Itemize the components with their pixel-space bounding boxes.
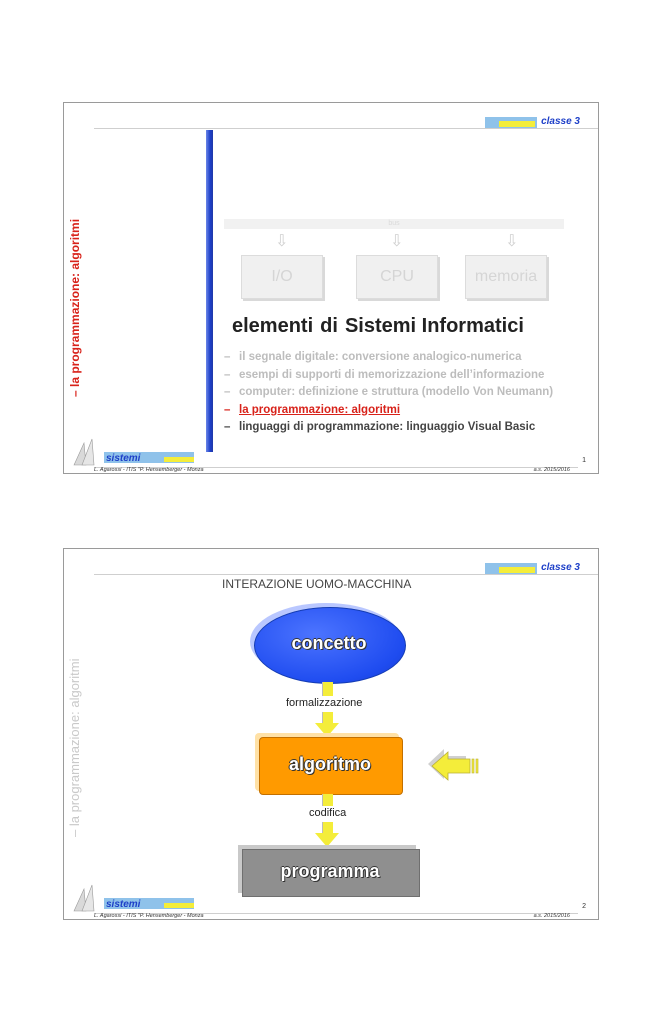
heading-word: Sistemi Informatici xyxy=(344,315,524,337)
concetto-ellipse xyxy=(254,607,406,684)
slide-2: classe 3 – la programmazione: algoritmi … xyxy=(63,548,599,920)
connector xyxy=(322,712,333,724)
heading-word: di xyxy=(320,315,338,337)
list-item: –computer: definizione e struttura (mode… xyxy=(224,386,554,398)
down-arrow-icon: ⇩ xyxy=(390,233,404,250)
header-rule xyxy=(94,574,598,575)
footer-sistemi: sistemi xyxy=(106,453,141,464)
codifica-label: codifica xyxy=(309,807,347,819)
down-arrow-icon: ⇩ xyxy=(275,233,289,250)
left-arrow-icon xyxy=(428,749,479,781)
footer-bar xyxy=(104,452,194,463)
io-box: I/O xyxy=(241,255,323,299)
formalizzazione-label: formalizzazione xyxy=(286,697,363,709)
connector xyxy=(322,822,333,834)
cpu-box: CPU xyxy=(356,255,438,299)
footer-author: L. Agarossi - ITIS "P. Hensemberger - Mo… xyxy=(94,467,204,473)
class-label: classe 3 xyxy=(541,116,580,127)
page-number: 2 xyxy=(582,903,586,910)
footer-year: a.s. 2015/2016 xyxy=(533,913,570,919)
memory-box: memoria xyxy=(465,255,547,299)
list-item: –il segnale digitale: conversione analog… xyxy=(224,351,522,363)
down-arrow-icon xyxy=(315,723,339,737)
topic-list: –il segnale digitale: conversione analog… xyxy=(224,351,553,439)
side-title: – la programmazione: algoritmi xyxy=(67,658,82,837)
algoritmo-label: algoritmo xyxy=(288,754,371,774)
concetto-label: concetto xyxy=(291,633,367,653)
slide-1: classe 3 – la programmazione: algoritmi … xyxy=(63,102,599,474)
list-item: –esempi di supporti di memorizzazione de… xyxy=(224,368,545,381)
class-badge-bar xyxy=(485,117,537,128)
footer-author: L. Agarossi - ITIS "P. Hensemberger - Mo… xyxy=(94,913,204,919)
down-arrow-icon: ⇩ xyxy=(505,233,519,250)
heading-word: elementi xyxy=(232,315,314,337)
connector xyxy=(322,794,333,806)
bus-label: bus xyxy=(224,219,564,229)
footer-bar xyxy=(104,898,194,909)
down-arrow-icon xyxy=(315,833,339,847)
connector xyxy=(322,682,333,696)
diagram-title: INTERAZIONE UOMO-MACCHINA xyxy=(222,577,412,591)
page-number: 1 xyxy=(582,457,586,464)
footer-year: a.s. 2015/2016 xyxy=(533,467,570,473)
vertical-accent-bar xyxy=(206,130,213,452)
list-item: –linguaggi di programmazione: linguaggio… xyxy=(224,421,536,433)
footer-rule xyxy=(94,467,578,468)
logo-icon xyxy=(73,438,95,466)
programma-box xyxy=(242,849,420,897)
slide-heading: elementi di Sistemi Informatici xyxy=(232,315,524,338)
footer-sistemi: sistemi xyxy=(106,899,141,910)
footer-rule xyxy=(94,913,578,914)
header-rule xyxy=(94,128,598,129)
class-label: classe 3 xyxy=(541,562,580,573)
programma-label: programma xyxy=(280,861,380,881)
list-item-active: –la programmazione: algoritmi xyxy=(224,403,401,416)
algoritmo-box xyxy=(259,737,403,795)
class-badge-bar xyxy=(485,563,537,574)
side-title: – la programmazione: algoritmi xyxy=(68,218,82,397)
logo-icon xyxy=(73,884,95,912)
